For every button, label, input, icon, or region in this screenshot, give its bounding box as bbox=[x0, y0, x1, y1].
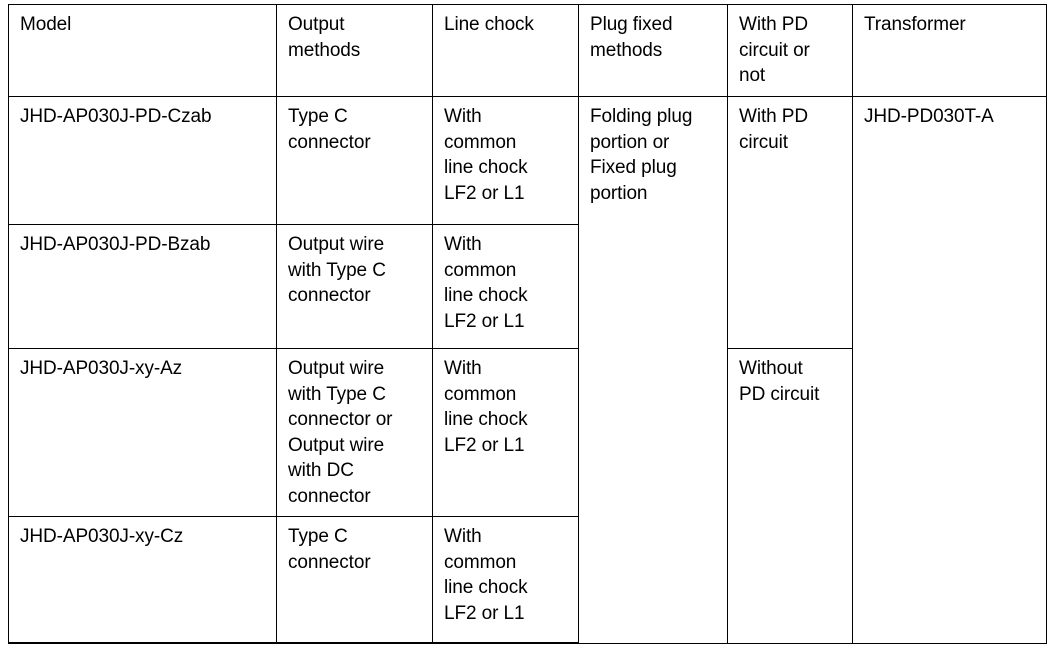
cell-model: JHD-AP030J-xy-Cz bbox=[8, 516, 277, 644]
column-header-model: Model bbox=[8, 4, 277, 97]
cell-output-methods: Output wire with Type C connector or Out… bbox=[276, 348, 433, 517]
cell-model-value: JHD-AP030J-PD-Bzab bbox=[20, 234, 211, 255]
column-header-transformer: Transformer bbox=[852, 4, 1047, 97]
table-header-row: Model Output methods Line chock Plug fix… bbox=[8, 4, 1047, 97]
table-row: JHD-AP030J-PD-Czab Type C connector With… bbox=[8, 96, 1047, 644]
column-header-pd-circuit-label: With PD circuit or not bbox=[739, 14, 810, 86]
cell-pd-circuit-value-without: Without PD circuit bbox=[739, 358, 820, 405]
cell-model: JHD-AP030J-xy-Az bbox=[8, 348, 277, 517]
table-row: JHD-AP030J-xy-Az Output wire with Type C… bbox=[8, 348, 1047, 644]
column-header-line-chock: Line chock bbox=[432, 4, 579, 97]
table-row: JHD-AP030J-PD-Bzab Output wire with Type… bbox=[8, 224, 1047, 349]
cell-line-chock-value: With common line chock LF2 or L1 bbox=[444, 234, 528, 332]
cell-plug-fixed-methods-merged: Folding plug portion or Fixed plug porti… bbox=[578, 96, 728, 644]
cell-model: JHD-AP030J-PD-Bzab bbox=[8, 224, 277, 349]
cell-line-chock: With common line chock LF2 or L1 bbox=[432, 224, 579, 349]
column-header-transformer-label: Transformer bbox=[864, 14, 966, 35]
cell-pd-circuit-merged-without: Without PD circuit bbox=[727, 348, 853, 644]
cell-line-chock-value: With common line chock LF2 or L1 bbox=[444, 106, 528, 204]
cell-line-chock-value: With common line chock LF2 or L1 bbox=[444, 526, 528, 624]
column-header-pd-circuit: With PD circuit or not bbox=[727, 4, 853, 97]
cell-line-chock: With common line chock LF2 or L1 bbox=[432, 96, 579, 225]
cell-output-methods: Type C connector bbox=[276, 96, 433, 225]
column-header-output-methods: Output methods bbox=[276, 4, 433, 97]
cell-model-value: JHD-AP030J-PD-Czab bbox=[20, 106, 212, 127]
cell-transformer-merged: JHD-PD030T-A bbox=[852, 96, 1047, 644]
cell-pd-circuit-merged-with: With PD circuit bbox=[727, 96, 853, 349]
cell-output-methods-value: Output wire with Type C connector or Out… bbox=[288, 358, 393, 507]
column-header-output-methods-label: Output methods bbox=[288, 14, 361, 61]
cell-line-chock: With common line chock LF2 or L1 bbox=[432, 348, 579, 517]
cell-transformer-value: JHD-PD030T-A bbox=[864, 106, 994, 127]
column-header-line-chock-label: Line chock bbox=[444, 14, 534, 35]
product-spec-table: Model Output methods Line chock Plug fix… bbox=[8, 4, 1047, 644]
cell-model-value: JHD-AP030J-xy-Cz bbox=[20, 526, 184, 547]
cell-model: JHD-AP030J-PD-Czab bbox=[8, 96, 277, 225]
cell-output-methods-value: Output wire with Type C connector bbox=[288, 234, 386, 306]
cell-pd-circuit-value-with: With PD circuit bbox=[739, 106, 808, 153]
cell-line-chock: With common line chock LF2 or L1 bbox=[432, 516, 579, 644]
table-row: JHD-AP030J-xy-Cz Type C connector With c… bbox=[8, 516, 1047, 644]
cell-output-methods: Type C connector bbox=[276, 516, 433, 644]
cell-plug-fixed-methods-value: Folding plug portion or Fixed plug porti… bbox=[590, 106, 693, 204]
column-header-plug-fixed-methods: Plug fixed methods bbox=[578, 4, 728, 97]
cell-model-value: JHD-AP030J-xy-Az bbox=[20, 358, 183, 379]
column-header-model-label: Model bbox=[20, 14, 72, 35]
cell-output-methods-value: Type C connector bbox=[288, 106, 371, 153]
cell-output-methods-value: Type C connector bbox=[288, 526, 371, 573]
cell-output-methods: Output wire with Type C connector bbox=[276, 224, 433, 349]
cell-line-chock-value: With common line chock LF2 or L1 bbox=[444, 358, 528, 456]
column-header-plug-fixed-methods-label: Plug fixed methods bbox=[590, 14, 673, 61]
